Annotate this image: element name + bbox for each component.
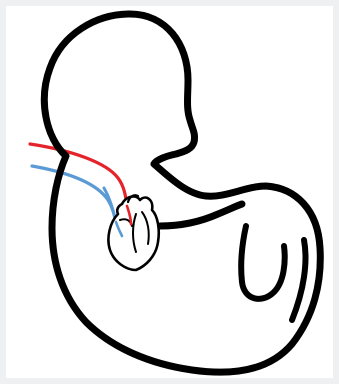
vein-vessel <box>32 166 116 225</box>
heart-icon <box>108 195 158 270</box>
fetus-leg-outline <box>241 226 284 299</box>
artery-vessel <box>30 144 127 208</box>
fetus-foot-outline <box>292 240 306 320</box>
fetus-arm-outline <box>160 204 242 226</box>
fetus-body-outline <box>44 14 320 372</box>
